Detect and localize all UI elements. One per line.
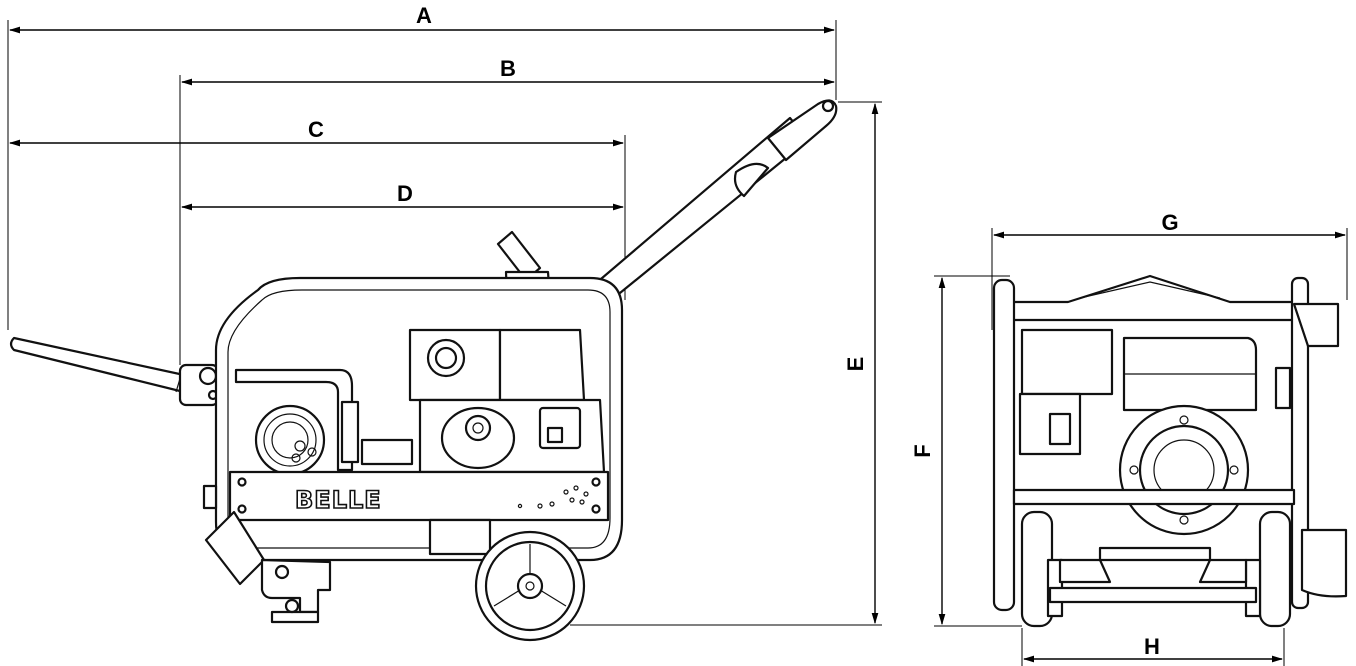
- dimension-label-f: F: [910, 444, 935, 457]
- base-plate: BELLE: [228, 470, 610, 522]
- dimension-b: B: [179, 56, 836, 365]
- side-view: BELLE: [9, 99, 838, 642]
- hose-reel: [234, 368, 414, 476]
- dimension-label-e: E: [843, 357, 868, 372]
- dimension-a: A: [7, 3, 837, 330]
- dimension-d: D: [180, 181, 625, 211]
- dimension-label-c: C: [308, 117, 324, 142]
- brand-logo: BELLE: [295, 486, 382, 514]
- dimension-f: F: [910, 275, 1022, 627]
- dimension-label-h: H: [1144, 634, 1160, 659]
- front-view: [992, 274, 1348, 628]
- dimension-label-b: B: [500, 56, 516, 81]
- engine: [408, 328, 606, 474]
- dimension-label-g: G: [1161, 210, 1178, 235]
- dimension-c: C: [8, 117, 626, 300]
- front-handle: [9, 336, 246, 414]
- dimension-label-d: D: [397, 181, 413, 206]
- wheel-side: [474, 530, 586, 642]
- dimension-h: H: [1021, 628, 1285, 666]
- dimension-g: G: [991, 210, 1348, 330]
- dimension-e: E: [570, 101, 882, 626]
- chassis: [202, 484, 492, 624]
- dimension-label-a: A: [416, 3, 432, 28]
